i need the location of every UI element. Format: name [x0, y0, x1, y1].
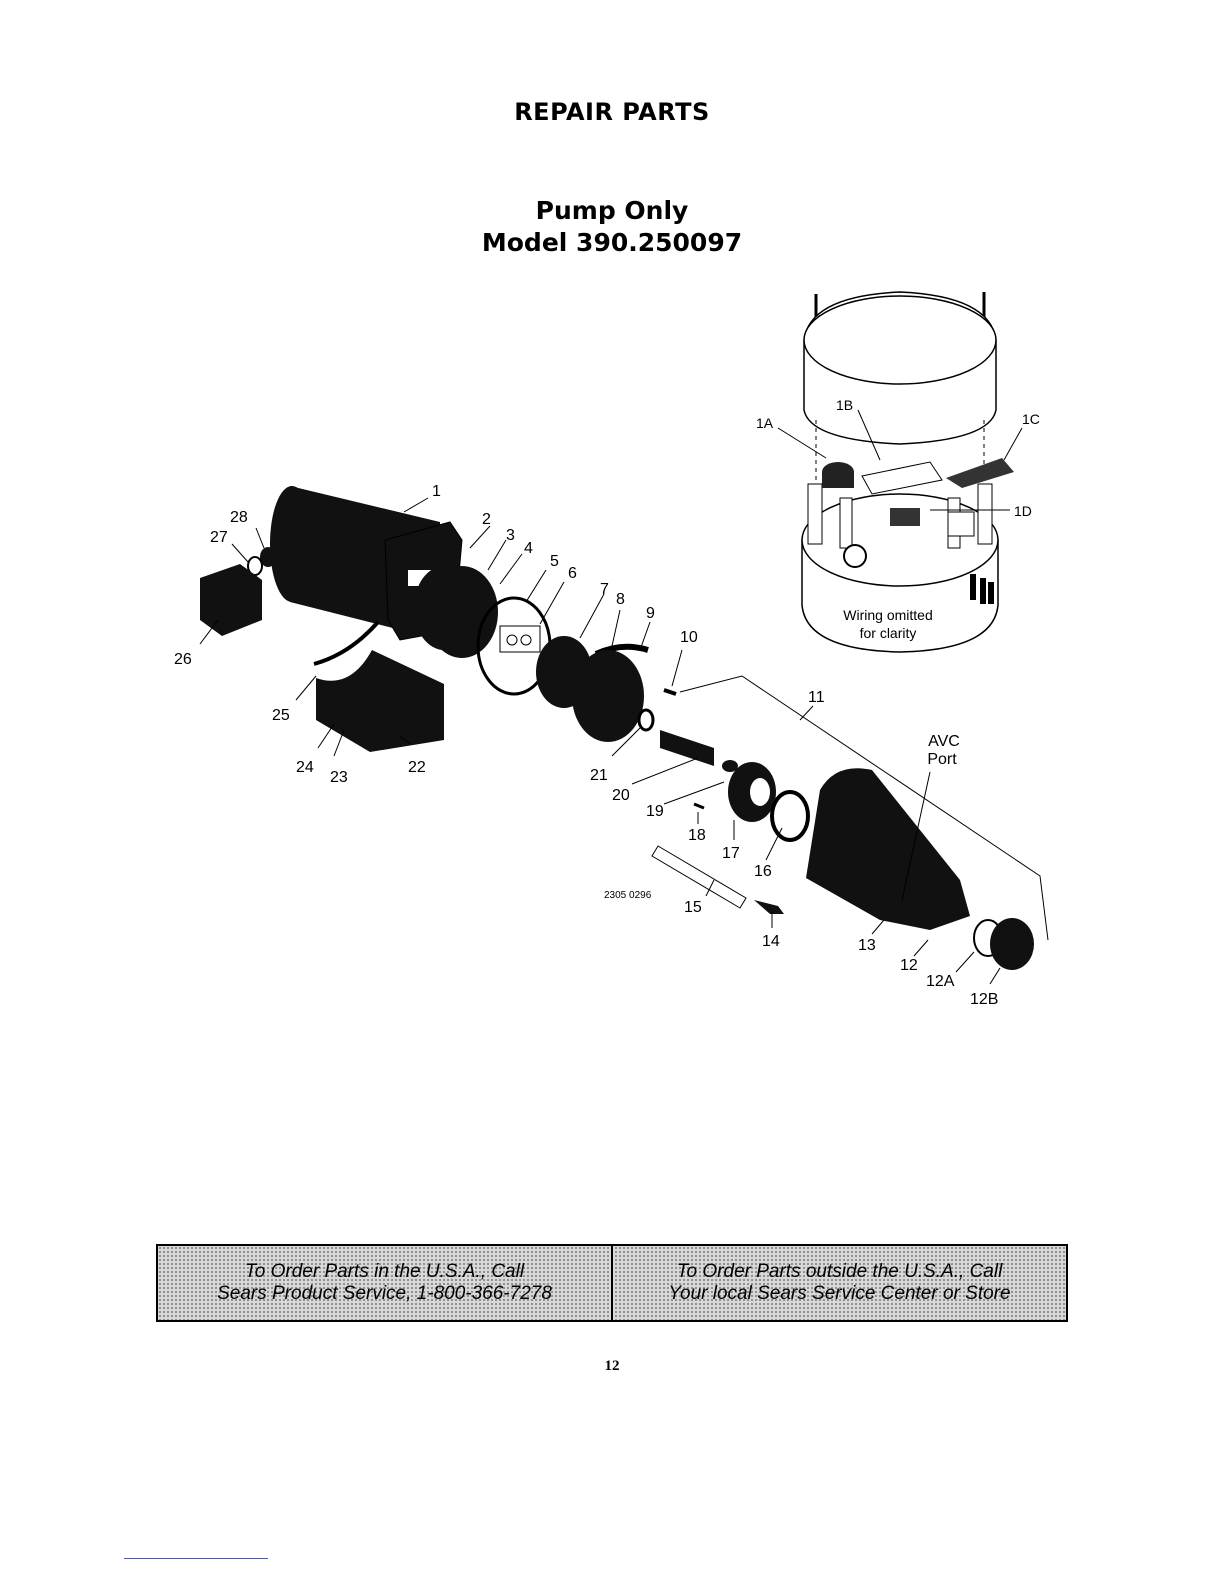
callout-1b: 1B: [836, 397, 853, 413]
callout-6: 6: [568, 565, 577, 582]
inset-note-line1: Wiring omitted: [843, 607, 932, 623]
callout-18: 18: [688, 827, 706, 844]
callout-19: 19: [646, 803, 664, 820]
order-usa-cell: To Order Parts in the U.S.A., Call Sears…: [158, 1246, 611, 1320]
callout-21: 21: [590, 767, 608, 784]
callout-13: 13: [858, 937, 876, 954]
callout-23: 23: [330, 769, 348, 786]
callout-3: 3: [506, 527, 515, 544]
order-parts-box: To Order Parts in the U.S.A., Call Sears…: [156, 1244, 1068, 1322]
callout-24: 24: [296, 759, 314, 776]
callout-14: 14: [762, 933, 780, 950]
callout-15: 15: [684, 899, 702, 916]
callout-28: 28: [230, 509, 248, 526]
drawing-number: 2305 0296: [604, 890, 652, 901]
callout-9: 9: [646, 605, 655, 622]
avc-label-line2: Port: [927, 751, 957, 768]
callout-1: 1: [432, 483, 441, 500]
callout-26: 26: [174, 651, 192, 668]
callout-2: 2: [482, 511, 491, 528]
inset-note-line2: for clarity: [860, 625, 917, 641]
callout-1d: 1D: [1014, 503, 1032, 519]
order-usa-line1: To Order Parts in the U.S.A., Call: [244, 1261, 525, 1282]
callout-1a: 1A: [756, 415, 774, 431]
order-usa-line2: Sears Product Service, 1-800-366-7278: [217, 1283, 552, 1304]
callout-4: 4: [524, 540, 533, 557]
model-number: Model 390.250097: [481, 228, 743, 257]
callout-10: 10: [680, 629, 698, 646]
order-outside-line2: Your local Sears Service Center or Store: [668, 1283, 1011, 1304]
avc-label-line1: AVC: [928, 733, 960, 750]
footnote-rule: [124, 1558, 268, 1559]
callout-27: 27: [210, 529, 228, 546]
callout-12a: 12A: [926, 973, 955, 990]
callout-1c: 1C: [1022, 411, 1040, 427]
callout-20: 20: [612, 787, 630, 804]
diagram-title: Pump Only: [535, 196, 689, 225]
callout-8: 8: [616, 591, 625, 608]
leader-lines: [199, 409, 1023, 985]
order-outside-line1: To Order Parts outside the U.S.A., Call: [676, 1261, 1003, 1282]
callout-12b: 12B: [970, 991, 998, 1008]
part-callouts: 1 2 3 4 5 6 7 8 9 10 11 12 12A 12B 13 14…: [174, 397, 1040, 1008]
callout-5: 5: [550, 553, 559, 570]
callout-11: 11: [808, 689, 825, 706]
callout-12: 12: [900, 957, 918, 974]
motor-end-inset: [801, 291, 1014, 653]
callout-16: 16: [754, 863, 772, 880]
page-number: 12: [604, 1358, 620, 1374]
callout-25: 25: [272, 707, 290, 724]
callout-7: 7: [600, 581, 609, 598]
exploded-parts-diagram: 1 2 3 4 5 6 7 8 9 10 11 12 12A 12B 13 14…: [174, 291, 1049, 1008]
pump-assembly: [200, 486, 1049, 970]
page-title: REPAIR PARTS: [514, 98, 710, 126]
order-outside-usa-cell: To Order Parts outside the U.S.A., Call …: [611, 1246, 1066, 1320]
callout-17: 17: [722, 845, 740, 862]
callout-22: 22: [408, 759, 426, 776]
